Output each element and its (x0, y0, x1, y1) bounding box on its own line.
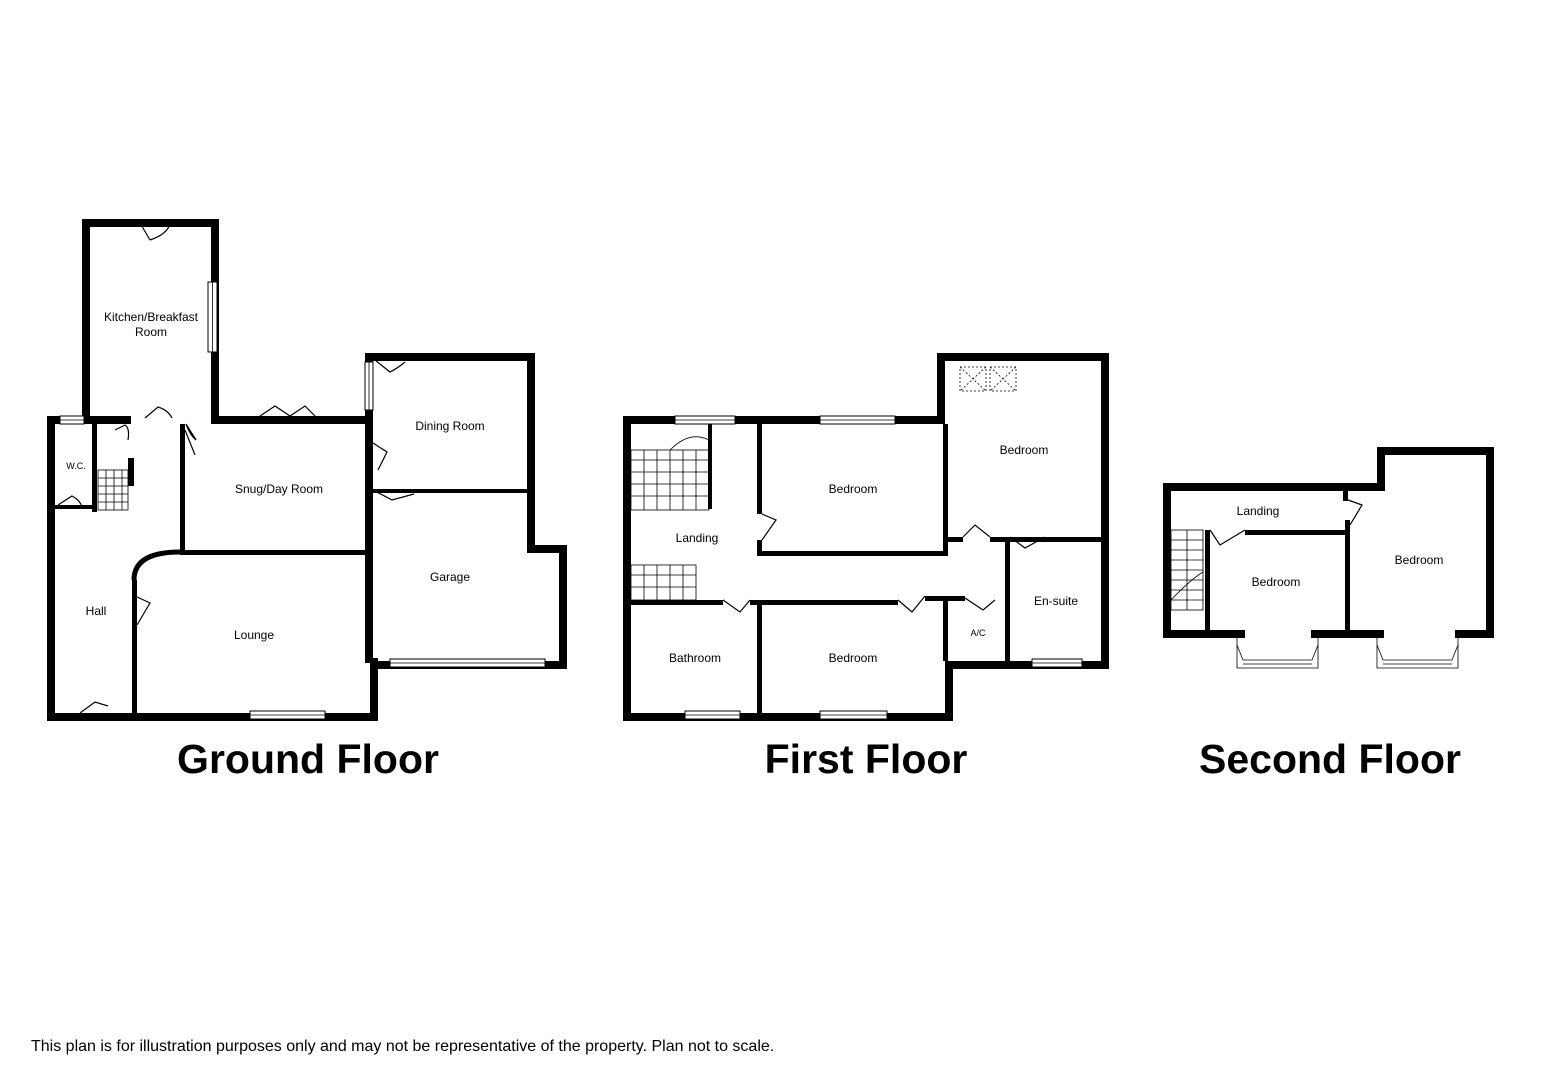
lounge-label: Lounge (234, 628, 274, 642)
ff-bedroom-label-1: Bedroom (829, 482, 878, 496)
ff-ensuite-label: En-suite (1034, 594, 1078, 608)
wc-label: W.C. (66, 461, 86, 471)
garage-label: Garage (430, 570, 470, 584)
ground-floor-plan: Kitchen/Breakfast Room W.C. Snug/Day Roo… (47, 219, 567, 782)
ff-ac-label: A/C (970, 628, 986, 638)
sf-landing-label: Landing (1237, 504, 1280, 518)
ff-bedroom-label-3: Bedroom (829, 651, 878, 665)
disclaimer-text: This plan is for illustration purposes o… (31, 1038, 775, 1055)
ground-floor-title: Ground Floor (177, 736, 439, 782)
hall-label: Hall (86, 604, 107, 618)
second-floor-plan: Landing Bedroom Bedroom Second Floor (1163, 447, 1494, 782)
first-floor-title: First Floor (765, 736, 968, 782)
ff-landing-label: Landing (676, 531, 719, 545)
kitchen-label-line1: Kitchen/Breakfast (104, 310, 199, 324)
second-floor-title: Second Floor (1199, 736, 1461, 782)
first-floor-plan: Landing Bedroom Bedroom Bedroom Bathroom… (623, 353, 1109, 782)
ff-bedroom-label-2: Bedroom (1000, 443, 1049, 457)
kitchen-label-line2: Room (135, 325, 167, 339)
dining-room-label: Dining Room (415, 419, 484, 433)
snug-label: Snug/Day Room (235, 482, 323, 496)
sf-bedroom-label-2: Bedroom (1395, 553, 1444, 567)
ff-bathroom-label: Bathroom (669, 651, 721, 665)
sf-bedroom-label-1: Bedroom (1252, 575, 1301, 589)
